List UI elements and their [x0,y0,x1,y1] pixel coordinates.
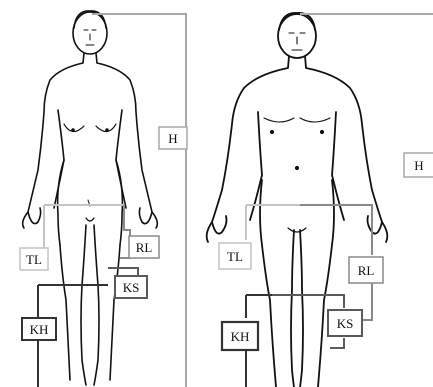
male-label-h: H [404,153,433,177]
female-label-kh: KH [22,318,56,340]
male-tl-line [246,205,330,240]
female-label-rl: RL [129,236,159,258]
female-label-h-text: H [168,131,177,146]
female-label-ks: KS [115,276,147,298]
male-label-tl-text: TL [227,249,243,264]
male-head [278,14,316,58]
male-label-kh: KH [222,322,258,350]
male-label-ks: KS [328,310,362,336]
male-label-ks-text: KS [337,316,354,331]
female-h-line [92,14,186,387]
female-label-tl-text: TL [26,252,42,267]
female-label-h: H [159,127,187,149]
male-label-h-text: H [414,158,423,173]
female-label-kh-text: KH [30,322,49,337]
female-label-ks-text: KS [123,280,140,295]
female-label-rl-text: RL [136,240,153,255]
male-label-rl: RL [349,257,383,283]
female-label-tl: TL [20,248,48,270]
female-tl-line [44,205,124,250]
female-head [73,12,107,54]
male-label-rl-text: RL [358,263,375,278]
male-label-kh-text: KH [231,329,250,344]
male-label-tl: TL [219,243,251,269]
